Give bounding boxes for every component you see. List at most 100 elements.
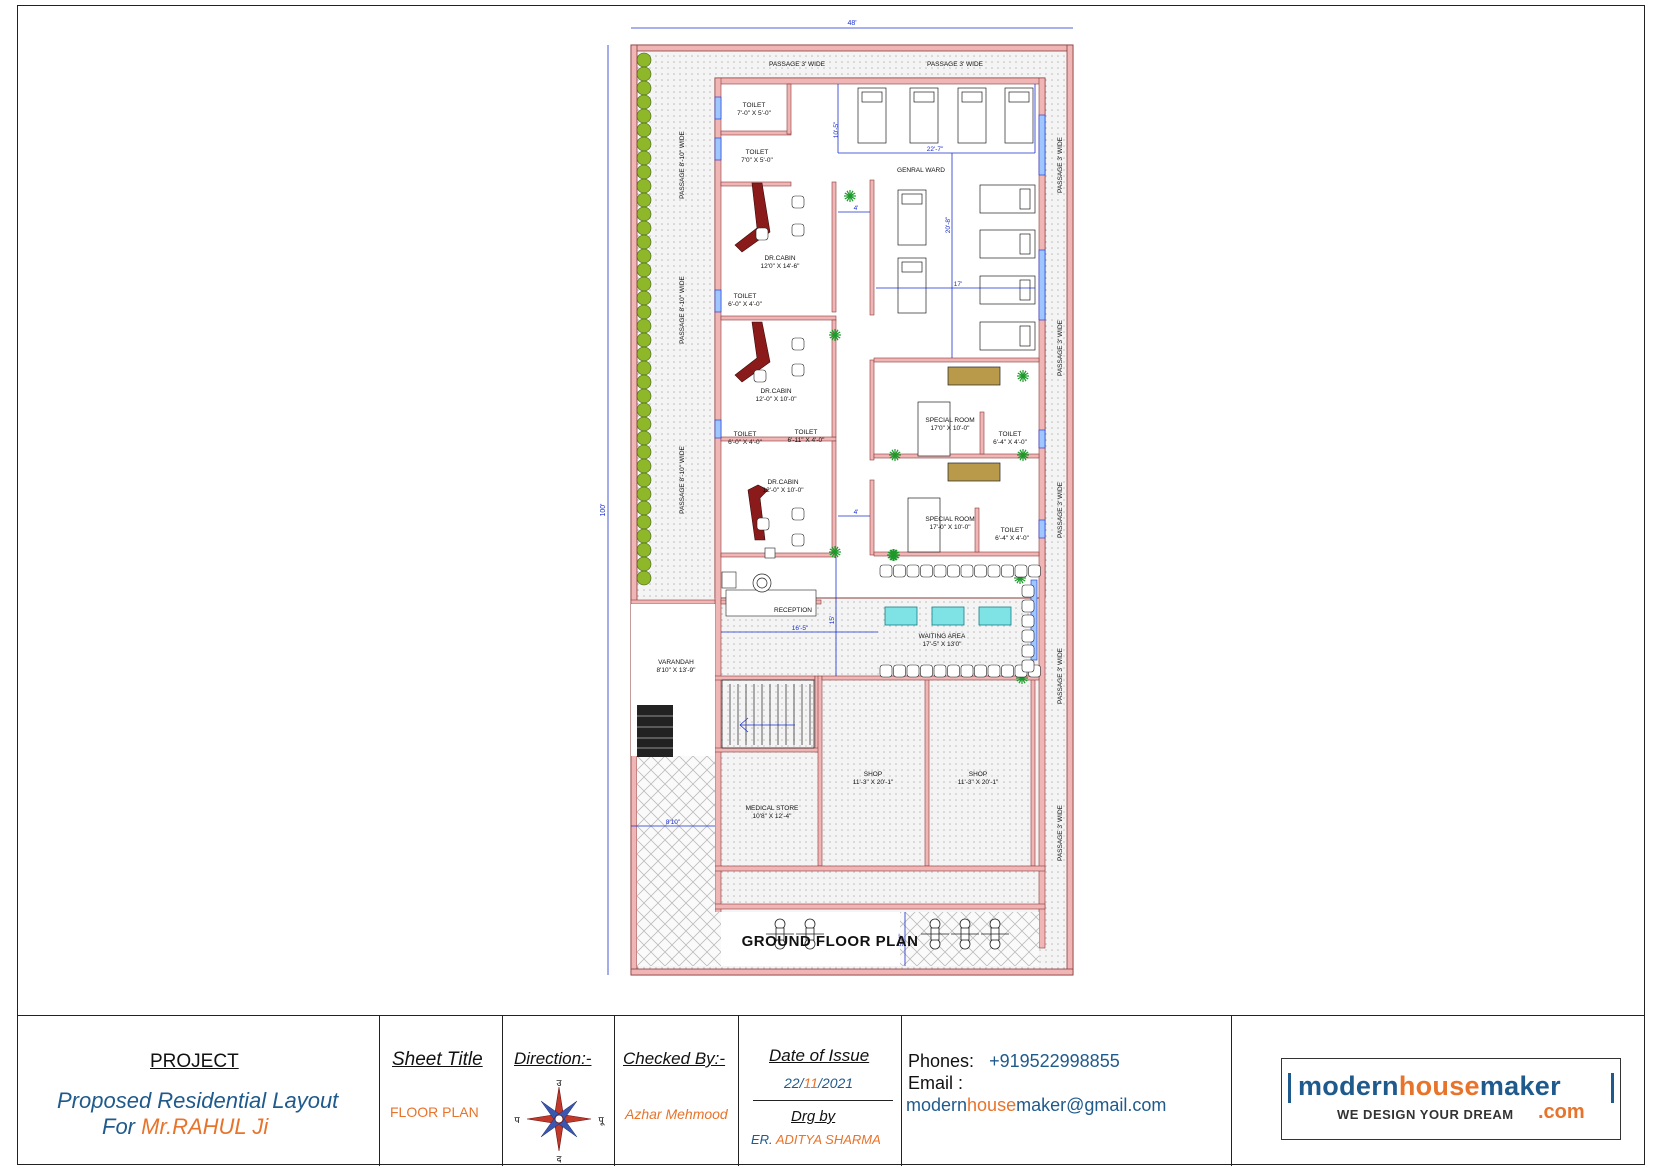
logo-com: .com — [1538, 1101, 1585, 1123]
date-divider — [753, 1100, 893, 1101]
room-size: 17'0" X 10'-0" — [931, 425, 971, 432]
drg-name: ADITYA SHARMA — [775, 1132, 881, 1147]
room-name: DR.CABIN — [764, 255, 795, 262]
passage-top-2: PASSAGE 3' WIDE — [927, 61, 984, 68]
dim-ward-mid: 17' — [954, 281, 962, 288]
room-size: 17'-0" X 10'-0" — [929, 524, 971, 531]
room-size: 6'-0" X 4'-0" — [728, 439, 763, 446]
checked-by: Azhar Mehmood — [625, 1106, 728, 1122]
room-name: SHOP — [969, 771, 987, 778]
phone-number[interactable]: +919522998855 — [989, 1051, 1120, 1071]
room-size: 10'8" X 12'-4" — [753, 813, 793, 820]
room-size: 7'0" X 5'-0" — [741, 157, 773, 164]
room-size: 12'-0" X 10'-0" — [755, 396, 797, 403]
logo-wordmark: modernhousemaker — [1298, 1071, 1561, 1102]
room-name: SPECIAL ROOM — [925, 417, 974, 424]
room-name: TOILET — [734, 431, 757, 438]
contact-cell: Phones: +919522998855 Email : modernhous… — [902, 1016, 1232, 1166]
phones-label: Phones: — [908, 1051, 975, 1071]
room-name: DR.CABIN — [767, 479, 798, 486]
email-link[interactable]: modernhousemaker@gmail.com — [906, 1095, 1166, 1116]
logo-part: house — [1398, 1071, 1480, 1101]
project-cell: PROJECT Proposed Residential Layout For … — [17, 1016, 380, 1166]
floor-plan: 48' 100' PASSAGE 3' WIDE PASSAGE 3' WIDE… — [600, 20, 1074, 976]
room-name: VARANDAH — [658, 659, 694, 666]
room-size: 6'-4" X 4'-0" — [995, 535, 1030, 542]
room-name: TOILET — [999, 431, 1022, 438]
svg-text:पू: पू — [598, 1115, 605, 1126]
left-dim: 100' — [600, 503, 607, 516]
room-size: 17'-5" X 13'0" — [923, 641, 963, 648]
sheet-title-cell: Sheet Title FLOOR PLAN — [380, 1016, 503, 1166]
direction-label: Direction:- — [514, 1049, 592, 1068]
svg-text:द: द — [557, 1154, 562, 1164]
dim-front-h: 5'-4" — [898, 933, 905, 947]
drawing-frame — [17, 5, 1645, 1165]
logo-part: maker — [1479, 1071, 1561, 1101]
dim-var-w: 8'10" — [666, 819, 681, 826]
dim-ward-side: 20'-8" — [945, 216, 952, 233]
passage-left-2: PASSAGE 8'-10" WIDE — [679, 275, 686, 343]
email-label: Email : — [908, 1073, 964, 1093]
email-part: maker — [1016, 1095, 1067, 1115]
project-client: Mr.RAHUL Ji — [141, 1114, 269, 1139]
room-name: TOILET — [1001, 527, 1024, 534]
logo-tagline: WE DESIGN YOUR DREAM — [1337, 1107, 1514, 1122]
room-name: TOILET — [743, 102, 766, 109]
passage-left-1: PASSAGE 8'-10" WIDE — [679, 130, 686, 198]
room-name: TOILET — [746, 149, 769, 156]
dim-ward-w: 22'-7" — [927, 146, 944, 153]
room-size: 6'-0" X 4'-0" — [728, 301, 763, 308]
passage-right-5: PASSAGE 3' WIDE — [1057, 804, 1064, 861]
checked-cell: Checked By:- Azhar Mehmood — [615, 1016, 739, 1166]
dim-corr2: 4' — [854, 509, 859, 516]
date-year: /2021 — [818, 1075, 854, 1091]
compass-icon: उ द प पू — [514, 1078, 605, 1164]
project-label: PROJECT — [150, 1051, 239, 1072]
room-size: 6'-4" X 4'-0" — [993, 439, 1028, 446]
phones: Phones: +919522998855 — [908, 1051, 1120, 1072]
logo-bar-left — [1288, 1073, 1291, 1103]
drg-prefix: ER. — [751, 1132, 776, 1147]
logo: modernhousemaker WE DESIGN YOUR DREAM .c… — [1281, 1058, 1621, 1140]
room-name: WAITING AREA — [919, 633, 966, 640]
room-name: GENRAL WARD — [897, 167, 945, 174]
svg-text:प: प — [514, 1115, 520, 1125]
room-size: 12'-0" X 10'-0" — [762, 487, 804, 494]
passage-left-3: PASSAGE 8'-10" WIDE — [679, 445, 686, 513]
email-part: modern — [906, 1095, 968, 1115]
room-size: 6'-11" X 4'-0" — [788, 437, 826, 444]
date-label: Date of Issue — [769, 1046, 870, 1065]
project-line2-prefix: For — [102, 1114, 142, 1139]
plan-title: GROUND FLOOR PLAN — [741, 933, 919, 950]
room-size: 11'-3" X 20'-1" — [958, 779, 999, 786]
top-dim: 48' — [847, 20, 856, 27]
project-line1: Proposed Residential Layout — [57, 1088, 339, 1113]
checked-label: Checked By:- — [623, 1049, 726, 1068]
passage-top-1: PASSAGE 3' WIDE — [769, 61, 826, 68]
room-name: SPECIAL ROOM — [925, 516, 974, 523]
room-size: 8'10" X 13'-9" — [657, 667, 697, 674]
room-size: 11'-3" X 20'-1" — [853, 779, 894, 786]
project-line2: For Mr.RAHUL Ji — [102, 1114, 268, 1140]
date-value: 22/11/2021 — [784, 1075, 853, 1091]
passage-right-2: PASSAGE 3' WIDE — [1057, 319, 1064, 376]
passage-right-4: PASSAGE 3' WIDE — [1057, 647, 1064, 704]
svg-text:उ: उ — [557, 1078, 563, 1088]
room-name: MEDICAL STORE — [746, 805, 799, 812]
date-month: 11 — [803, 1075, 819, 1091]
room-name: TOILET — [795, 429, 818, 436]
email-domain: @gmail.com — [1066, 1095, 1167, 1115]
direction-cell: Direction:- उ द प पू — [503, 1016, 615, 1166]
drg-label: Drg by — [791, 1108, 836, 1125]
dim-corr1: 4' — [854, 205, 859, 212]
dim-recep-h: 15' — [829, 616, 836, 624]
logo-bar-right — [1611, 1073, 1614, 1103]
room-name: DR.CABIN — [760, 388, 791, 395]
room-name: RECEPTION — [774, 607, 812, 614]
room-name: TOILET — [734, 293, 757, 300]
passage-right-3: PASSAGE 3' WIDE — [1057, 481, 1064, 538]
passage-right-1: PASSAGE 3' WIDE — [1057, 136, 1064, 193]
date-cell: Date of Issue 22/11/2021 Drg by ER. ADIT… — [739, 1016, 902, 1166]
email-part: house — [967, 1095, 1017, 1115]
